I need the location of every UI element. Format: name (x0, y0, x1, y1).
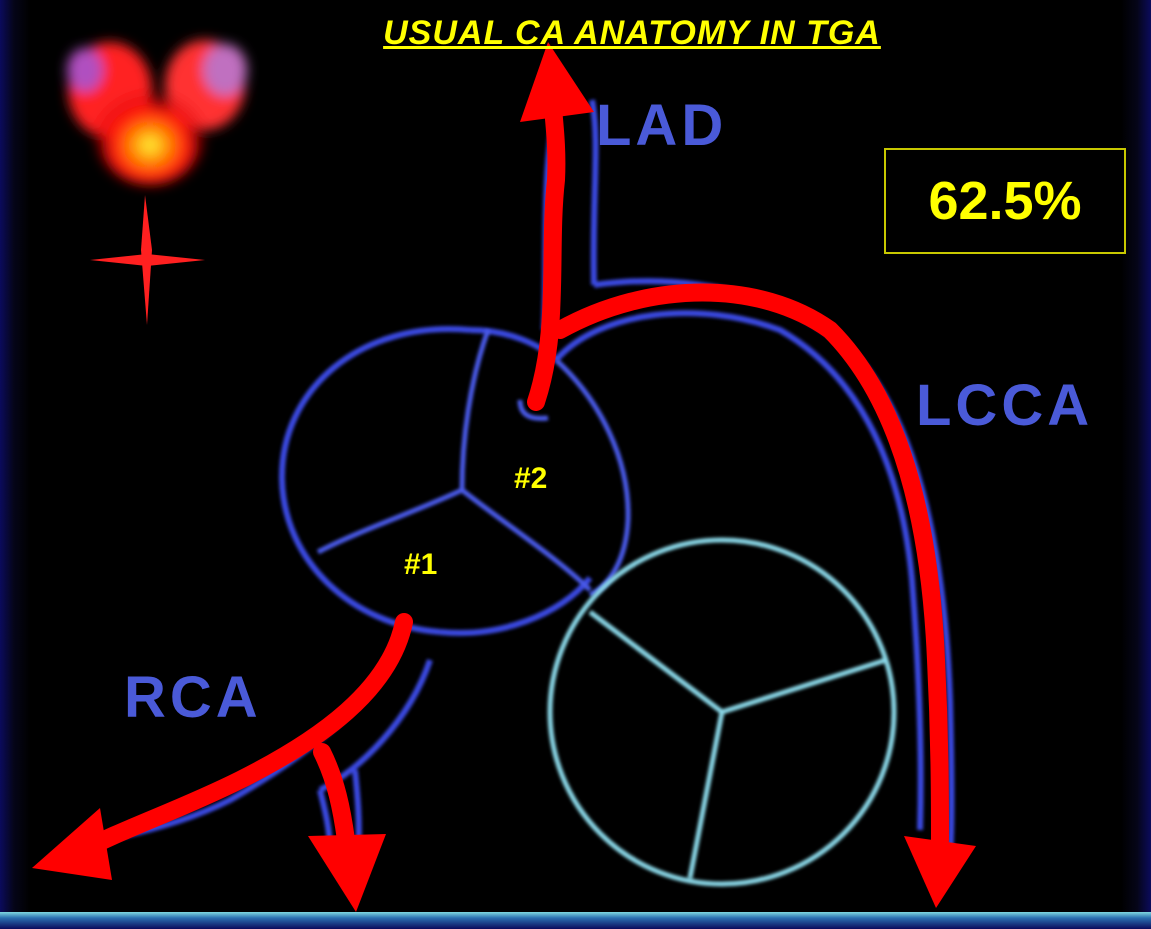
lad-label: LAD (596, 92, 727, 159)
aortic-valve (318, 330, 628, 595)
cusp-1-label: #1 (404, 548, 437, 582)
pulmonary-valve (550, 540, 894, 884)
lad-arrowhead (520, 42, 594, 122)
lad-arrow (536, 90, 556, 402)
percentage-value: 62.5% (928, 170, 1081, 232)
bottom-band (0, 912, 1151, 929)
lcca-arrowhead (904, 836, 976, 908)
cusp-2-label: #2 (514, 462, 547, 496)
slide-title: USUAL CA ANATOMY IN TGA (292, 14, 972, 53)
rca-arrowhead (32, 808, 112, 880)
flow-arrows (80, 90, 940, 852)
heart-logo-icon (67, 40, 247, 185)
rca-label: RCA (124, 664, 262, 731)
cross-icon (90, 195, 205, 325)
rca-branch-arrowhead (308, 834, 386, 912)
rca-arrow (80, 622, 404, 852)
percentage-box: 62.5% (884, 148, 1126, 254)
lcca-label: LCCA (916, 372, 1093, 439)
